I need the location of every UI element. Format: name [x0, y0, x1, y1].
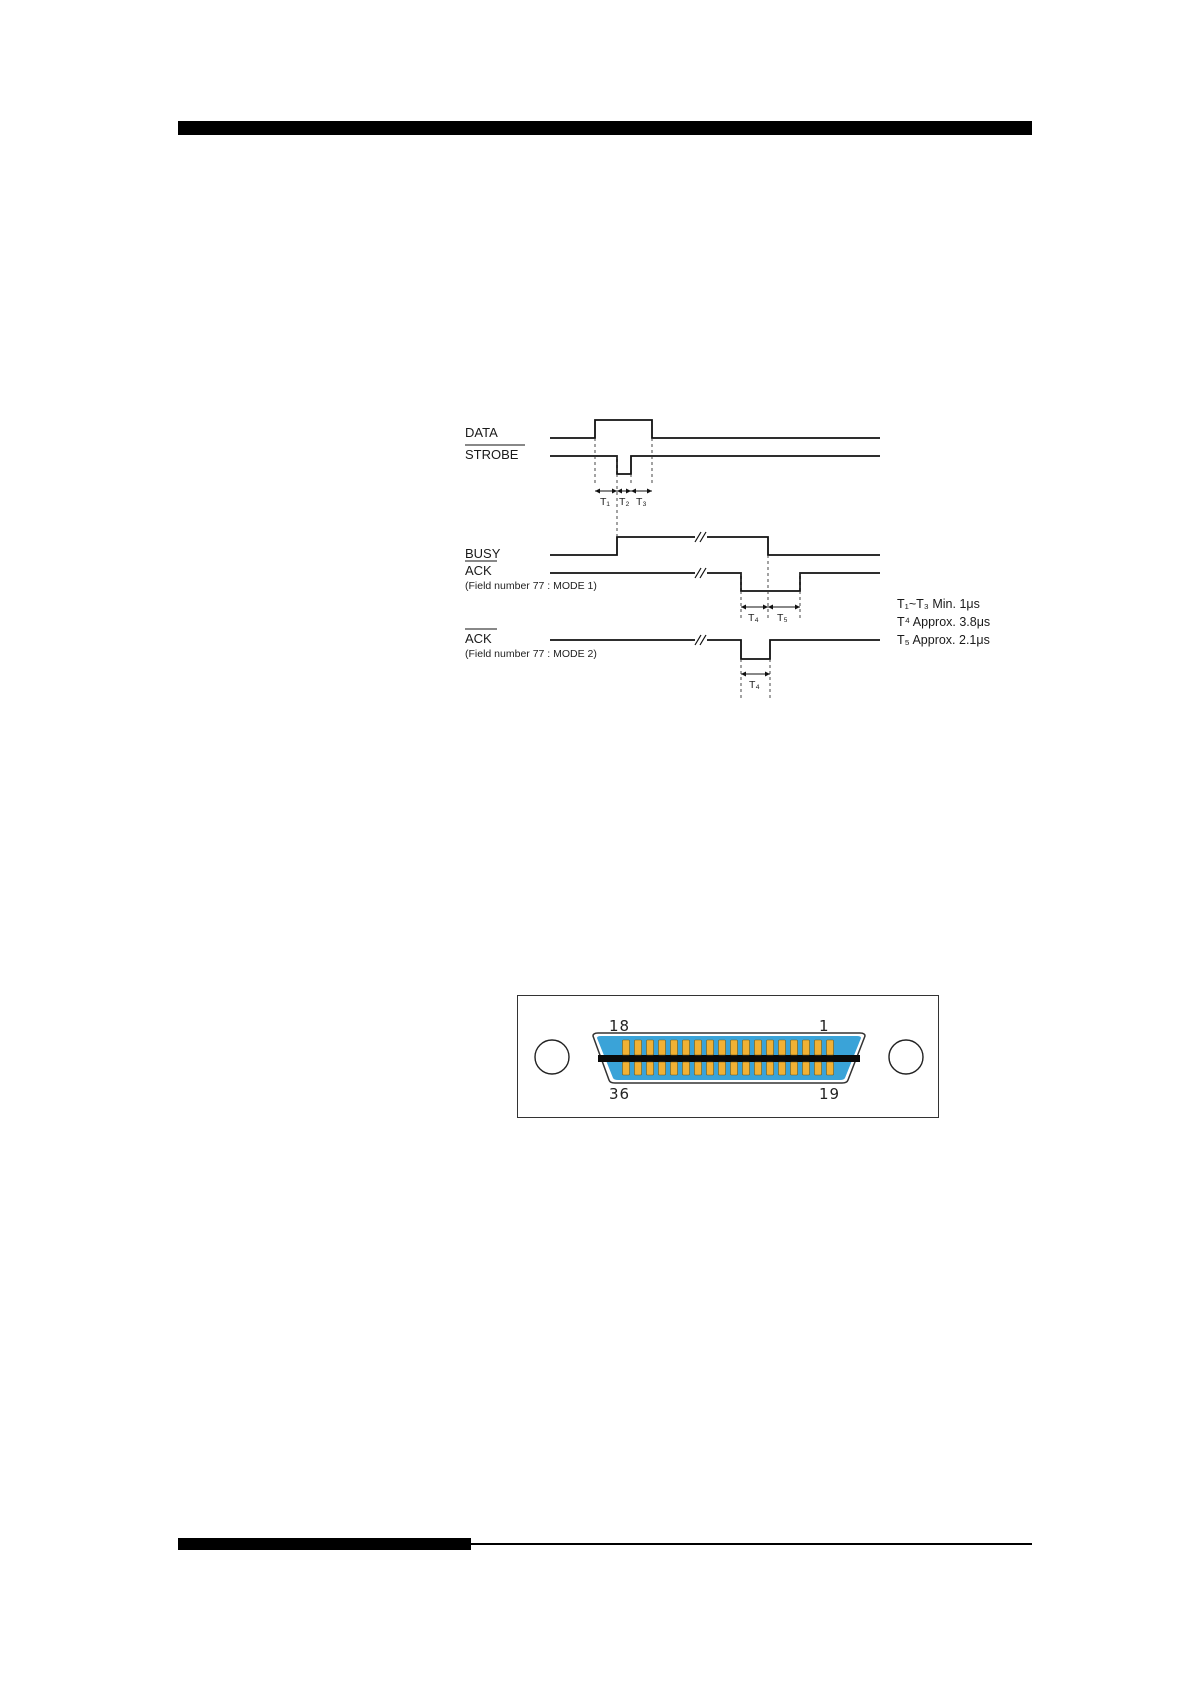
interval-t5: T₅: [777, 612, 788, 624]
connector-pin-bottom: [731, 1062, 738, 1075]
mounting-hole-left: [535, 1040, 569, 1074]
connector-pin-bottom: [707, 1062, 714, 1075]
label-strobe: STROBE: [465, 447, 519, 462]
connector-pin-top: [719, 1040, 726, 1055]
connector-pin-top: [731, 1040, 738, 1055]
label-ack-mode1: ACK: [465, 563, 492, 578]
interval-t2: T₂: [619, 496, 630, 508]
interval-t1: T₁: [600, 496, 610, 508]
header-rule: [178, 121, 1032, 135]
mounting-hole-right: [889, 1040, 923, 1074]
connector-pin-top: [815, 1040, 822, 1055]
label-ack-mode1-note: (Field number 77 : MODE 1): [465, 580, 597, 592]
connector-pin-top: [659, 1040, 666, 1055]
strobe-waveform: [550, 456, 880, 474]
ack-mode1-waveform: [550, 573, 880, 591]
data-waveform: [550, 420, 880, 438]
pin-label-1: 1: [819, 1017, 830, 1035]
timing-note-1: T₁~T₃ Min. 1μs: [897, 597, 980, 611]
connector-pin-bottom: [791, 1062, 798, 1075]
connector-pin-top: [767, 1040, 774, 1055]
label-data: DATA: [465, 425, 498, 440]
connector-illustration: 18 1 36 19: [517, 995, 939, 1118]
connector-pin-top: [791, 1040, 798, 1055]
interval-t4-mode2: T₄: [749, 679, 760, 691]
connector-pin-bottom: [803, 1062, 810, 1075]
footer-rule-thin: [471, 1543, 1032, 1545]
ack-mode2-waveform: [550, 640, 880, 659]
timing-note-3: T₅ Approx. 2.1μs: [897, 633, 990, 647]
timing-guides: [595, 438, 800, 700]
connector-pin-bottom: [755, 1062, 762, 1075]
busy-waveform: [550, 537, 880, 555]
break-marks: [695, 532, 706, 645]
interval-t4-mode1: T₄: [748, 612, 759, 624]
label-ack-mode2-note: (Field number 77 : MODE 2): [465, 648, 597, 660]
overbars: [465, 445, 525, 629]
connector-pin-bottom: [635, 1062, 642, 1075]
connector-pin-top: [683, 1040, 690, 1055]
connector-pin-bottom: [743, 1062, 750, 1075]
timing-note-2: T⁴ Approx. 3.8μs: [897, 615, 990, 629]
connector-pin-top: [647, 1040, 654, 1055]
label-busy: BUSY: [465, 546, 501, 561]
connector-pin-top: [671, 1040, 678, 1055]
connector-pin-bottom: [779, 1062, 786, 1075]
footer-rule-thick: [178, 1538, 471, 1550]
connector-pin-top: [695, 1040, 702, 1055]
interval-t3: T₃: [636, 496, 647, 508]
pin-label-36: 36: [609, 1085, 630, 1103]
connector-insulator: [598, 1055, 860, 1062]
connector-pin-bottom: [815, 1062, 822, 1075]
connector-pin-top: [827, 1040, 834, 1055]
connector-pin-top: [803, 1040, 810, 1055]
connector-pin-top: [623, 1040, 630, 1055]
connector-pin-bottom: [647, 1062, 654, 1075]
connector-pin-bottom: [659, 1062, 666, 1075]
connector-pin-bottom: [695, 1062, 702, 1075]
connector-pin-bottom: [671, 1062, 678, 1075]
label-ack-mode2: ACK: [465, 631, 492, 646]
connector-pin-top: [779, 1040, 786, 1055]
pin-label-18: 18: [609, 1017, 630, 1035]
timing-diagram: DATA STROBE BUSY ACK (Field number 77 : …: [455, 405, 1025, 705]
centronics-connector: [518, 996, 940, 1119]
connector-pin-bottom: [767, 1062, 774, 1075]
connector-pin-bottom: [623, 1062, 630, 1075]
connector-pin-top: [743, 1040, 750, 1055]
connector-pin-top: [707, 1040, 714, 1055]
connector-pin-bottom: [827, 1062, 834, 1075]
connector-pin-bottom: [719, 1062, 726, 1075]
connector-pin-top: [755, 1040, 762, 1055]
connector-pin-bottom: [683, 1062, 690, 1075]
pin-label-19: 19: [819, 1085, 840, 1103]
connector-pin-top: [635, 1040, 642, 1055]
